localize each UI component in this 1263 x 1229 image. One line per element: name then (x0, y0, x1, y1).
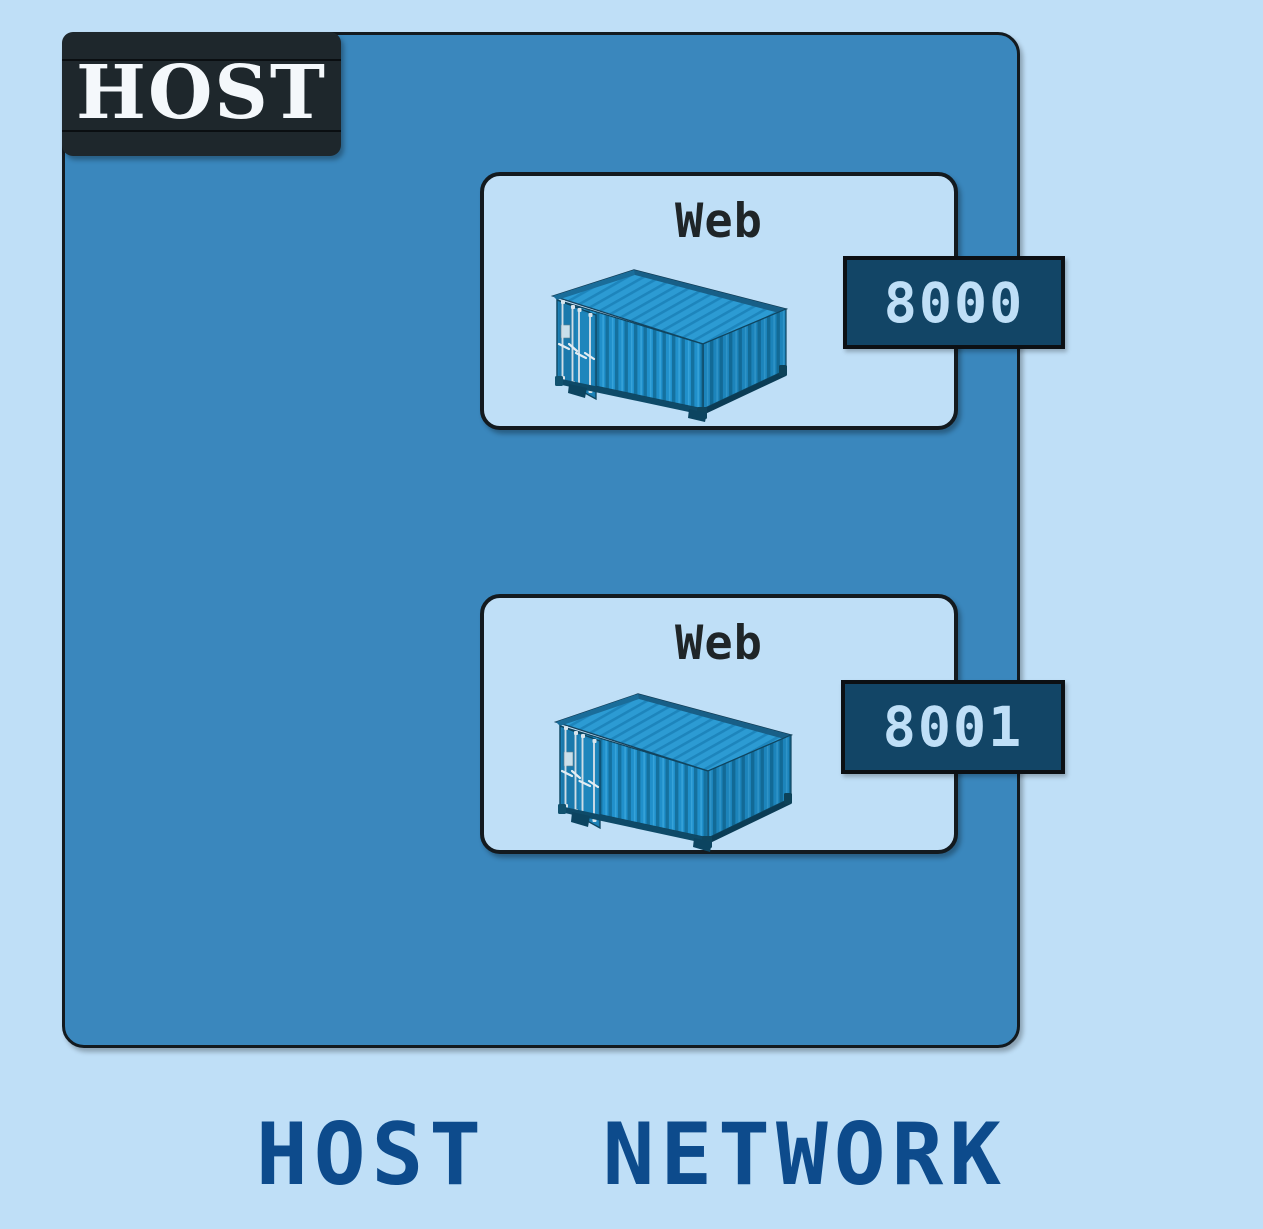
host-badge-label: HOST (76, 50, 327, 136)
host-badge-divider-bottom (62, 130, 341, 132)
port-badge-8000: 8000 (843, 256, 1065, 349)
container-name-label: Web (675, 616, 763, 671)
shipping-container-icon (539, 252, 789, 424)
port-number: 8001 (882, 695, 1024, 759)
shipping-container-icon (542, 676, 794, 854)
container-name-label: Web (675, 194, 763, 249)
port-number: 8000 (883, 270, 1025, 335)
container-card-web-8000: Web (480, 172, 958, 430)
port-badge-8001: 8001 (841, 680, 1065, 774)
container-card-web-8001: Web (480, 594, 958, 854)
host-label-badge: HOST (62, 32, 341, 156)
host-badge-divider-top (62, 59, 341, 61)
host-network-title: HOST NETWORK (255, 1105, 1008, 1205)
